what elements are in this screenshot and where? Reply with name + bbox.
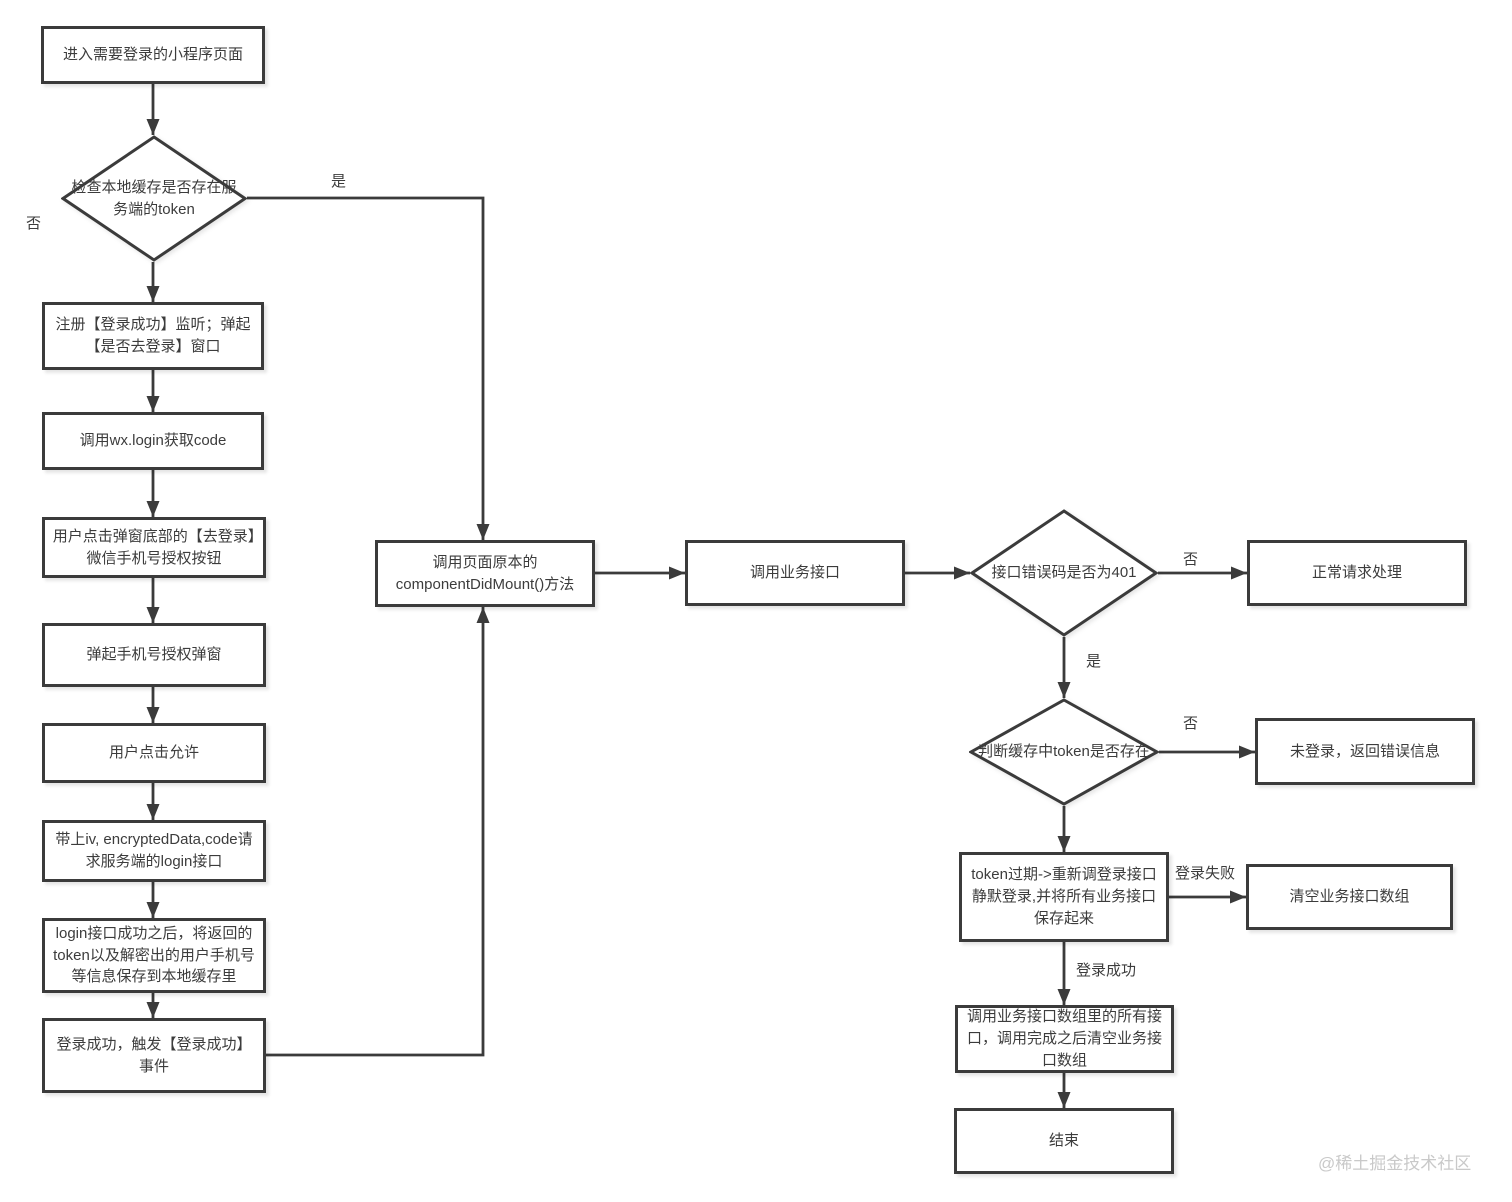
edge-label-no: 否 <box>1183 551 1199 568</box>
node-label: 检查本地缓存是否存在服务端的token <box>71 178 237 218</box>
node-label: 结束 <box>1048 1132 1079 1150</box>
node-enter-page: 进入需要登录的小程序页面 <box>41 26 265 84</box>
node-check-token-decision: 检查本地缓存是否存在服务端的token <box>61 135 247 262</box>
edge-successevent-to-didmount <box>266 607 490 1057</box>
node-register-listener: 注册【登录成功】监听；弹起【是否去登录】窗口 <box>42 302 264 370</box>
node-label: 用户点击允许 <box>108 744 199 762</box>
edge-label-login-ok: 登录成功 <box>1076 962 1137 979</box>
node-label: 调用业务接口数组里的所有接口，调用完成之后清空业务接口数组 <box>966 1008 1162 1069</box>
node-check-cache-token-decision: 判断缓存中token是否存在 <box>969 698 1159 806</box>
node-call-saved-apis: 调用业务接口数组里的所有接口，调用完成之后清空业务接口数组 <box>955 1005 1174 1073</box>
node-wx-login: 调用wx.login获取code <box>42 412 264 470</box>
edge-label-login-fail: 登录失败 <box>1175 865 1236 882</box>
node-login-success-event: 登录成功，触发【登录成功】事件 <box>42 1018 266 1093</box>
node-label: 接口错误码是否为401 <box>991 564 1137 582</box>
node-label: 调用业务接口 <box>749 564 840 582</box>
node-label: 清空业务接口数组 <box>1289 888 1410 906</box>
node-request-login: 带上iv, encryptedData,code请求服务端的login接口 <box>42 820 266 882</box>
node-component-did-mount: 调用页面原本的componentDidMount()方法 <box>375 540 595 607</box>
node-token-expired: token过期->重新调登录接口静默登录,并将所有业务接口保存起来 <box>959 852 1169 942</box>
node-call-biz-api: 调用业务接口 <box>685 540 905 606</box>
node-label: 进入需要登录的小程序页面 <box>62 46 243 64</box>
edge-label-yes: 是 <box>331 173 347 190</box>
node-label: login接口成功之后，将返回的token以及解密出的用户手机号等信息保存到本地… <box>53 924 255 986</box>
edge-label-yes: 是 <box>1086 653 1102 670</box>
node-label: 未登录，返回错误信息 <box>1289 742 1440 760</box>
node-label: 弹起手机号授权弹窗 <box>86 646 222 664</box>
node-label: 调用wx.login获取code <box>79 432 227 450</box>
node-phone-popup: 弹起手机号授权弹窗 <box>42 623 266 687</box>
node-check-401-decision: 接口错误码是否为401 <box>970 509 1158 637</box>
node-user-allow: 用户点击允许 <box>42 723 266 783</box>
node-label: token过期->重新调登录接口静默登录,并将所有业务接口保存起来 <box>971 866 1157 927</box>
node-normal-request: 正常请求处理 <box>1247 540 1467 606</box>
diamond-shape <box>970 509 1158 637</box>
edge-label-no: 否 <box>1183 715 1199 732</box>
node-label: 用户点击弹窗底部的【去登录】微信手机号授权按钮 <box>52 527 256 567</box>
node-label: 带上iv, encryptedData,code请求服务端的login接口 <box>55 831 253 870</box>
node-not-logged-in: 未登录，返回错误信息 <box>1255 718 1475 785</box>
node-label: 调用页面原本的componentDidMount()方法 <box>395 553 575 593</box>
edge-label-no: 否 <box>26 215 42 232</box>
edge-checktoken-yes-right <box>247 196 490 540</box>
node-clear-biz-array: 清空业务接口数组 <box>1246 864 1453 930</box>
node-save-token: login接口成功之后，将返回的token以及解密出的用户手机号等信息保存到本地… <box>42 918 266 993</box>
node-label: 登录成功，触发【登录成功】事件 <box>56 1035 252 1075</box>
diamond-shape <box>969 698 1159 806</box>
node-label: 注册【登录成功】监听；弹起【是否去登录】窗口 <box>55 316 251 355</box>
node-click-go-login: 用户点击弹窗底部的【去登录】微信手机号授权按钮 <box>42 517 266 578</box>
diamond-shape <box>61 135 247 262</box>
node-label: 正常请求处理 <box>1311 564 1402 582</box>
watermark: @稀土掘金技术社区 <box>1318 1154 1472 1173</box>
node-end: 结束 <box>954 1108 1174 1174</box>
node-label: 判断缓存中token是否存在 <box>978 743 1150 761</box>
